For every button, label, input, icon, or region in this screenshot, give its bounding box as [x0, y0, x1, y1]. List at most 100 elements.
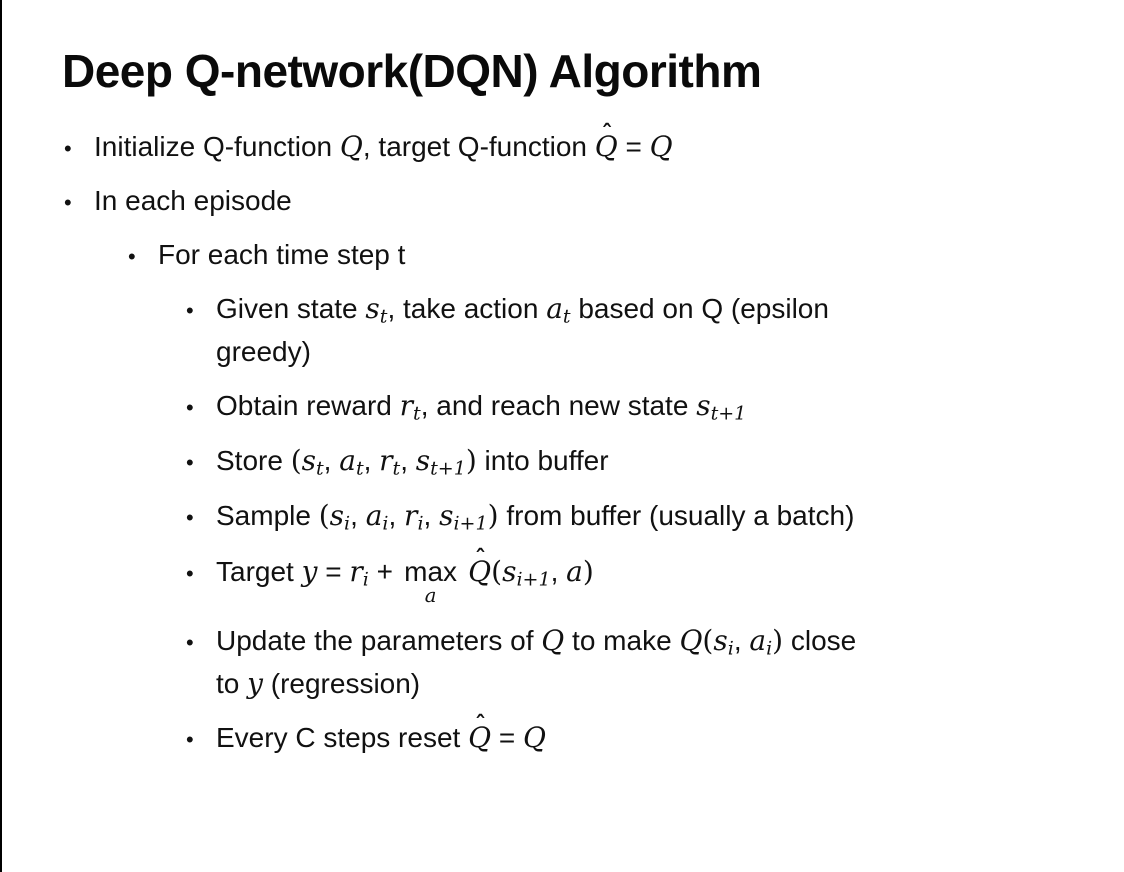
bullet-item: • In each episode — [0, 180, 1110, 222]
text-segment: = — [317, 555, 350, 587]
math-segment: a — [546, 292, 563, 325]
bullet-item: • For each time step t — [0, 234, 1110, 276]
bullet-list: •Initialize Q-function Q, target Q-funct… — [0, 121, 1110, 759]
math-segment: s — [713, 623, 728, 657]
math-segment: Q — [679, 623, 703, 657]
bullet-dot: • — [186, 560, 194, 586]
bullet-dot: • — [64, 190, 72, 215]
text-segment: to — [216, 667, 248, 699]
math-segment: i — [727, 637, 734, 660]
text-segment: In each episode — [94, 185, 292, 216]
bullet-item: • Store (st, at, rt, st+1) into buffer — [0, 440, 1110, 483]
math-segment: i — [344, 512, 351, 535]
math-segment: Q — [541, 623, 565, 657]
math-segment: t — [316, 457, 324, 480]
math-segment: ( — [702, 623, 714, 657]
text-segment: , take action — [387, 293, 547, 324]
bullet-dot: • — [186, 505, 194, 531]
math-segment: r — [379, 444, 393, 478]
bullet-dot: • — [186, 298, 194, 323]
math-segment: s — [301, 444, 317, 478]
text-segment: + — [368, 555, 401, 587]
text-segment: close — [783, 624, 857, 656]
bullet-text: Initialize Q-function Q, target Q-functi… — [94, 121, 1110, 168]
math-segment: r — [399, 389, 414, 423]
math-segment: s — [365, 292, 380, 325]
bullet-text: Update the parameters of Q to make Q(si,… — [216, 620, 1110, 705]
math-segment: s — [439, 499, 454, 533]
text-segment: Update the parameters of — [216, 624, 542, 656]
bullet-dot: • — [186, 450, 194, 476]
text-segment: , — [350, 500, 366, 532]
math-segment: ) — [582, 554, 594, 588]
math-segment: a — [365, 499, 383, 533]
bullet-text: Obtain reward rt, and reach new state st… — [216, 385, 1110, 428]
text-segment: from buffer (usually a batch) — [498, 500, 855, 532]
bullet-item: • Sample (si, ai, ri, si+1) from buffer (… — [0, 495, 1110, 538]
bullet-text: Sample (si, ai, ri, si+1) from buffer (u… — [216, 495, 1110, 538]
math-segment: i+1 — [516, 568, 551, 591]
bullet-item: •Update the parameters of Q to make Q(si… — [0, 620, 1110, 705]
bullet-dot: • — [186, 629, 194, 655]
math-segment: s — [329, 499, 345, 533]
math-segment: Q — [649, 130, 673, 163]
math-segment: Q — [339, 130, 363, 163]
text-segment: , target Q-function — [362, 131, 595, 162]
math-segment: y — [247, 666, 263, 700]
math-segment: ) — [772, 623, 784, 657]
math-segment: r — [349, 554, 363, 588]
text-segment: , — [400, 445, 416, 477]
math-segment: i — [417, 512, 424, 535]
text-segment: Store — [216, 445, 291, 477]
math-segment: r — [404, 499, 418, 533]
text-segment: , — [363, 445, 380, 477]
text-segment: , — [323, 445, 340, 477]
text-segment: to make — [564, 624, 680, 656]
text-segment: (regression) — [262, 667, 421, 699]
math-segment: ) — [487, 499, 499, 533]
text-segment: , — [733, 624, 750, 656]
bullet-item: •Obtain reward rt, and reach new state s… — [0, 385, 1110, 428]
math-segment: ) — [465, 444, 477, 478]
text-segment: into buffer — [476, 445, 609, 477]
math-segment: i — [382, 512, 389, 535]
bullet-text: Store (st, at, rt, st+1) into buffer — [216, 440, 1110, 483]
math-segment: a — [339, 444, 356, 478]
math-segment: t — [355, 457, 364, 480]
math-segment: t — [392, 457, 401, 480]
text-segment: greedy) — [216, 336, 311, 368]
math-segment: t+1 — [430, 457, 466, 480]
math-segment: s — [415, 444, 431, 478]
text-segment: , — [388, 500, 405, 532]
bullet-text: In each episode — [94, 180, 1110, 222]
text-segment: , — [423, 500, 440, 532]
math-segment: i — [362, 568, 369, 591]
math-segment: y — [301, 554, 318, 588]
text-segment: Initialize Q-function — [94, 131, 340, 162]
math-segment: t — [413, 402, 421, 425]
text-segment: For each time step t — [158, 239, 406, 270]
bullet-dot: • — [128, 244, 136, 269]
bullet-text: For each time step t — [158, 234, 1110, 276]
bullet-item: •Given state st, take action at based on… — [0, 288, 1110, 373]
math-segment: ( — [491, 554, 503, 588]
math-segment: t — [379, 305, 388, 328]
text-segment: based on Q (epsilon — [570, 293, 829, 324]
math-segment: a — [566, 554, 583, 588]
text-segment: Target — [216, 555, 302, 587]
text-segment: , and reach new state — [420, 390, 697, 422]
math-segment: s — [502, 554, 517, 588]
math-segment: t — [562, 305, 571, 328]
bullet-item: •Initialize Q-function Q, target Q-funct… — [0, 121, 1110, 168]
text-segment: = — [617, 131, 650, 162]
math-segment: Q — [522, 720, 546, 754]
slide-title: Deep Q-network(DQN) Algorithm — [62, 45, 762, 97]
